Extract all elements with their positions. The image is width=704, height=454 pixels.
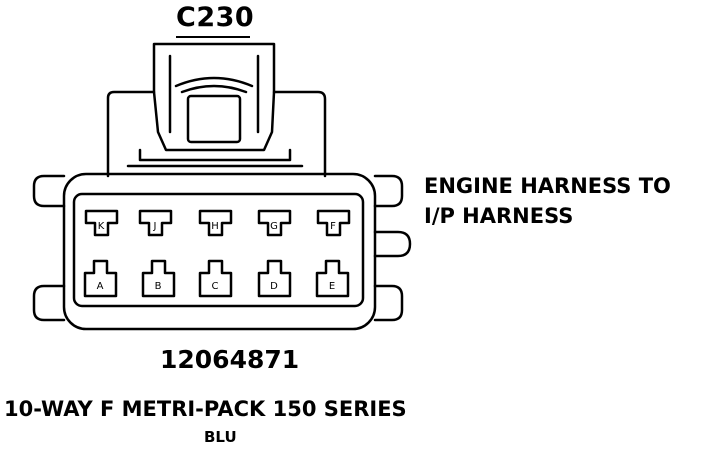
pin-label: G — [270, 221, 278, 232]
pin-label: J — [153, 221, 157, 232]
harness-description-line1: ENGINE HARNESS TO — [424, 174, 671, 198]
pin-cavity-h: H — [198, 209, 233, 237]
pin-cavity-f: F — [316, 209, 351, 237]
connector-lock-tower — [106, 42, 327, 178]
pin-label: D — [270, 281, 278, 292]
pin-label: F — [330, 221, 336, 232]
pin-label: B — [155, 281, 162, 292]
pin-cavity-e: E — [315, 259, 350, 298]
connector-color: BLU — [204, 428, 237, 446]
connector-series: 10-WAY F METRI-PACK 150 SERIES — [4, 397, 407, 421]
pin-cavity-c: C — [198, 259, 233, 298]
pin-row-bottom: A B C D E — [83, 259, 350, 298]
harness-description-line2: I/P HARNESS — [424, 204, 574, 228]
pin-cavity-g: G — [257, 209, 292, 237]
part-number: 12064871 — [160, 345, 300, 374]
pin-cavity-k: K — [84, 209, 119, 237]
connector-body — [62, 172, 377, 331]
connector-id-title: C230 — [176, 2, 255, 33]
pin-cavity-b: B — [141, 259, 176, 298]
pin-cavity-j: J — [138, 209, 173, 237]
pin-label: H — [211, 221, 219, 232]
title-underline — [176, 36, 250, 38]
pin-cavity-d: D — [257, 259, 292, 298]
pin-label: E — [329, 281, 335, 292]
pin-label: K — [98, 221, 105, 232]
pin-cavity-a: A — [83, 259, 118, 298]
pin-row-top: K J H G F — [84, 209, 351, 237]
pin-label: A — [97, 281, 104, 292]
connector-side-rails — [32, 174, 412, 322]
pin-label: C — [212, 281, 219, 292]
